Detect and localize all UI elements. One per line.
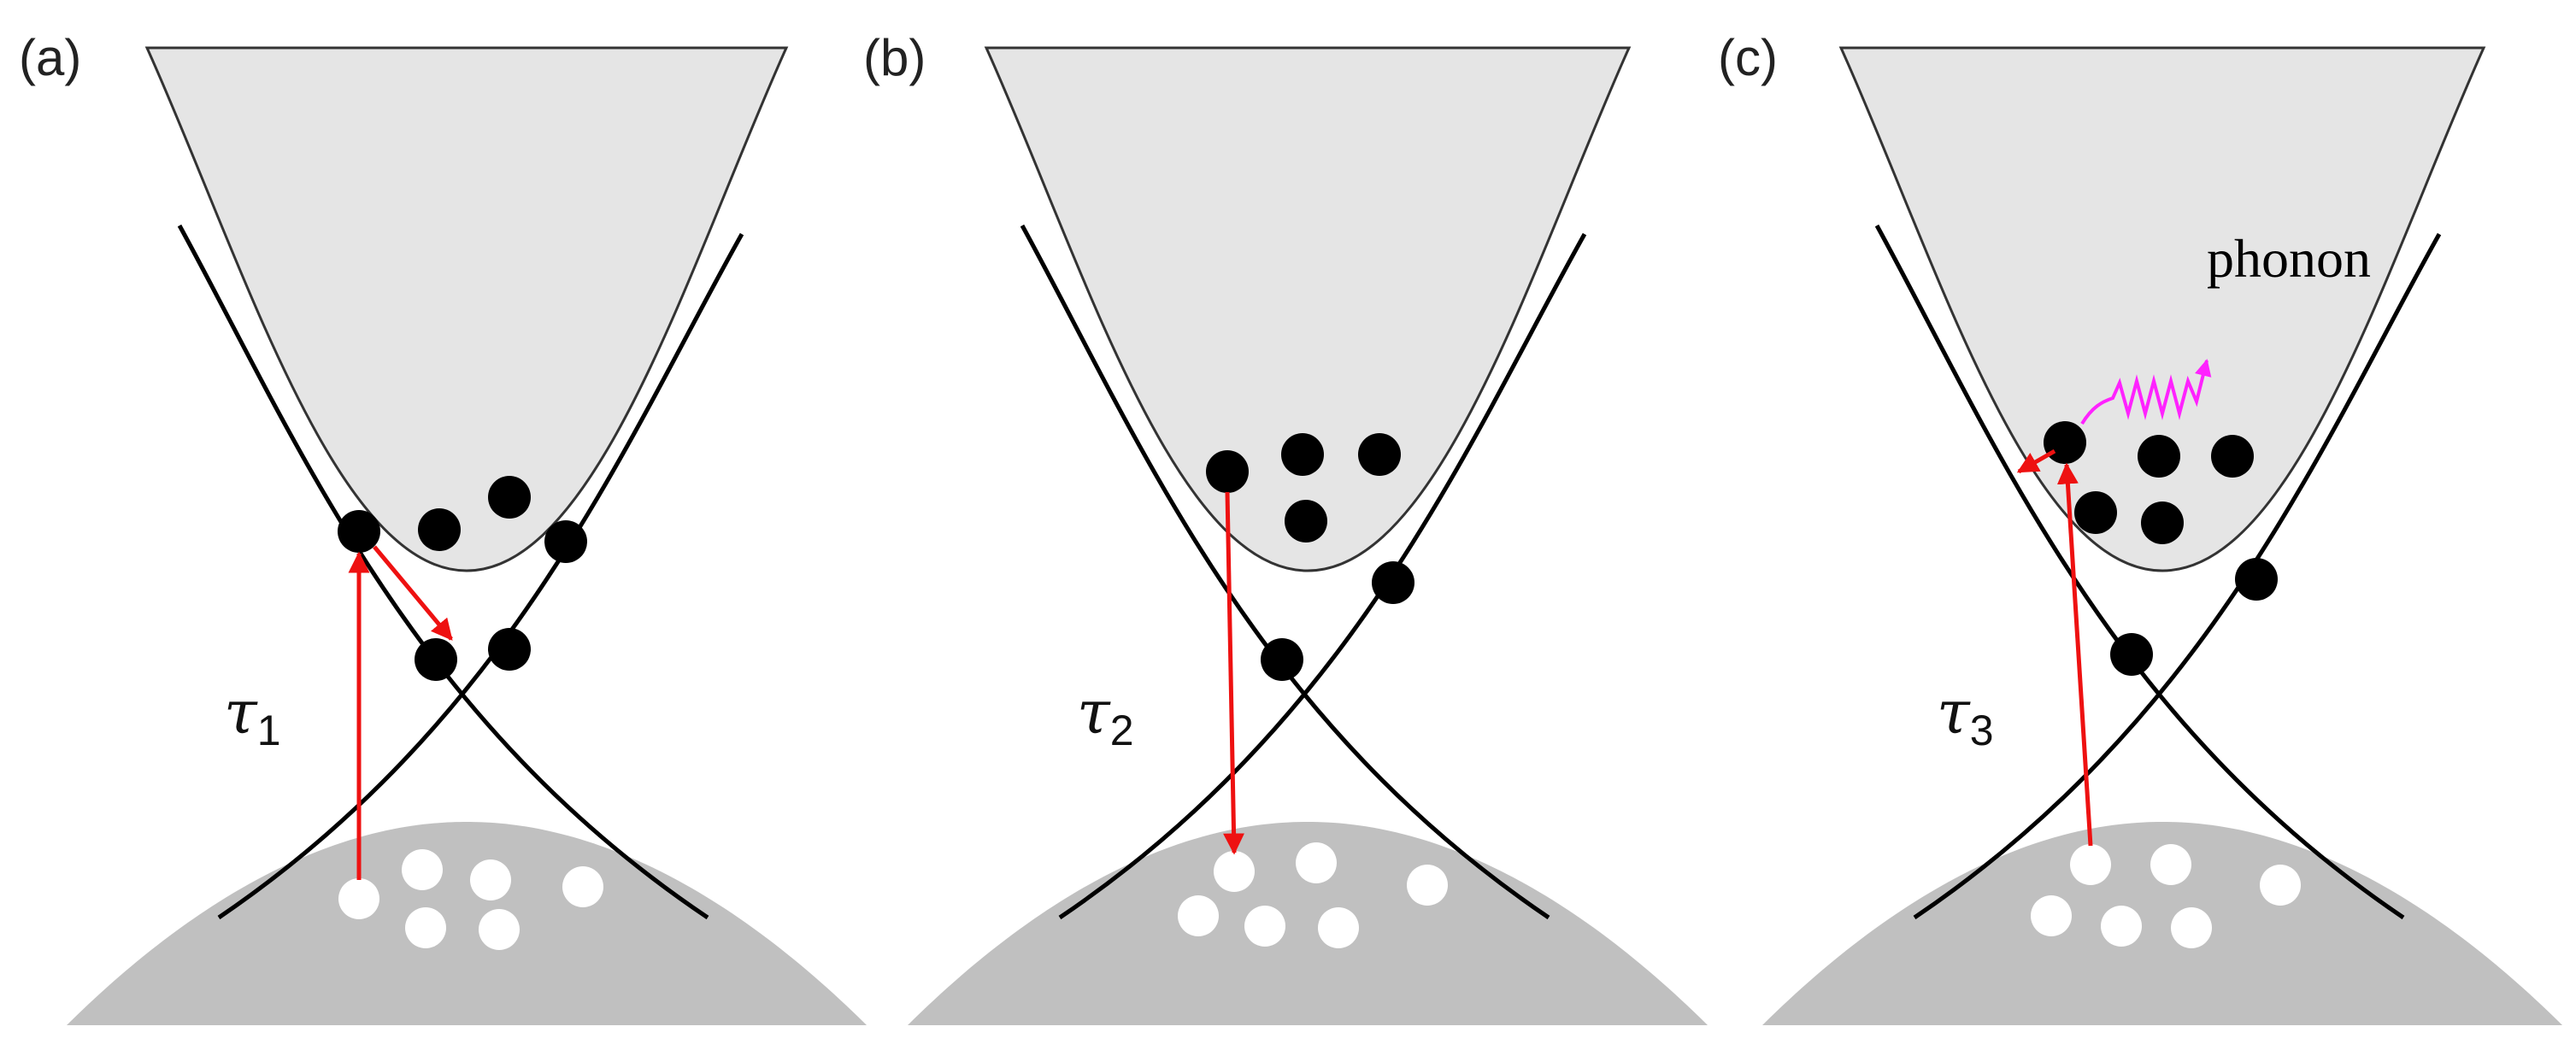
tau-label-c: τ3: [1937, 677, 1994, 754]
hole: [338, 878, 379, 919]
hole: [2150, 844, 2191, 885]
electron: [544, 520, 587, 563]
conduction-band: [984, 46, 1632, 572]
hole: [1178, 895, 1219, 936]
panel-label-a: (a): [19, 29, 81, 86]
electron: [338, 510, 380, 553]
electron: [1285, 500, 1327, 543]
hole: [2031, 895, 2072, 936]
conduction-band: [1838, 46, 2486, 572]
valence-band: [67, 822, 867, 1025]
panel-a: (a) τ1: [19, 29, 867, 1025]
conduction-band: [144, 46, 789, 572]
electron: [2211, 435, 2254, 478]
vertical-transition-arrow: [2056, 462, 2093, 847]
electron: [1358, 433, 1401, 476]
hole: [2260, 865, 2301, 906]
panel-b: (b) τ2: [863, 29, 1708, 1025]
electron: [415, 638, 457, 681]
electron: [1281, 433, 1324, 476]
hole: [1214, 851, 1255, 892]
hole: [2070, 844, 2111, 885]
recombination-arrow: [1223, 491, 1245, 855]
tau-label-b: τ2: [1077, 677, 1134, 754]
hole: [1318, 907, 1359, 948]
electron: [2138, 435, 2180, 478]
tau-label-a: τ1: [224, 677, 281, 754]
electron: [488, 628, 531, 671]
hole: [562, 866, 603, 907]
panel-label-b: (b): [863, 29, 926, 86]
electron: [418, 508, 461, 551]
electron: [2235, 558, 2278, 601]
electron: [2110, 633, 2153, 676]
electron: [2141, 501, 2184, 544]
panel-label-c: (c): [1718, 29, 1778, 86]
valence-band: [908, 822, 1708, 1025]
hole: [1407, 865, 1448, 906]
hole: [479, 909, 520, 950]
electron: [2074, 491, 2117, 534]
panel-c: (c) phonon τ3: [1718, 29, 2562, 1025]
hole: [405, 907, 446, 948]
electron: [2044, 421, 2086, 464]
relaxation-arrow: [2016, 449, 2056, 474]
electron: [488, 476, 531, 519]
valence-band: [1762, 822, 2562, 1025]
dirac-line-left: [1020, 224, 1550, 920]
phonon-wave: [2080, 359, 2212, 425]
hole: [1244, 906, 1285, 947]
hole: [402, 849, 443, 890]
dirac-line-left: [177, 224, 709, 920]
hole: [2101, 906, 2142, 947]
electron: [1261, 638, 1303, 681]
phonon-label: phonon: [2207, 228, 2371, 289]
hole: [470, 859, 511, 900]
dirac-line-right: [217, 232, 744, 920]
relaxation-arrow: [373, 545, 453, 641]
electron: [1206, 450, 1249, 493]
electron: [1372, 561, 1414, 604]
hole: [1296, 842, 1337, 883]
hole: [2171, 907, 2212, 948]
